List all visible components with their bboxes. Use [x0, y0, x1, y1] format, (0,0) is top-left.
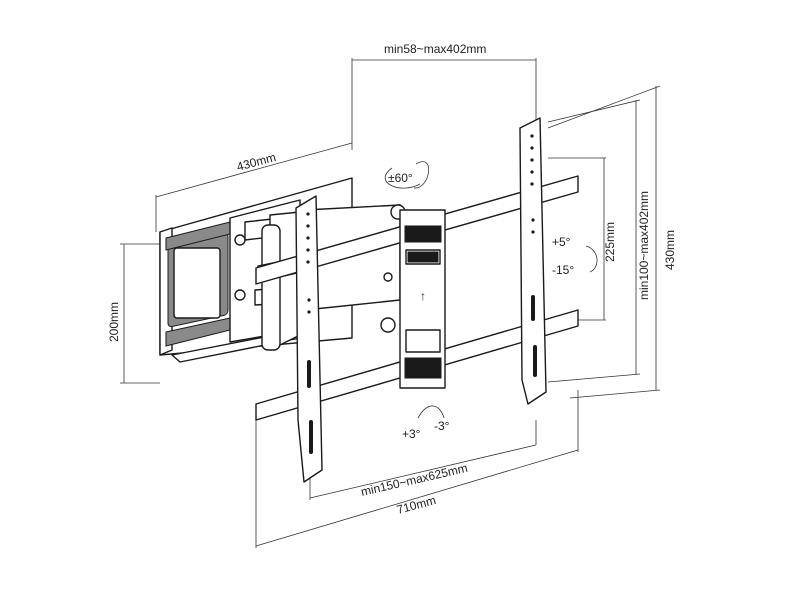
- tilt-down-label: -15°: [552, 263, 574, 277]
- tilt-arrow-icon: [585, 245, 598, 273]
- vesa-horizontal-range-label: min150~max625mm: [360, 461, 469, 499]
- tilt-up-label: +5°: [552, 235, 571, 249]
- tv-bracket: ↑: [255, 117, 579, 483]
- level-minus-label: -3°: [434, 419, 450, 433]
- overall-height-label: 430mm: [663, 230, 677, 270]
- swivel-label: ±60°: [388, 171, 413, 185]
- level-plus-label: +3°: [402, 427, 421, 441]
- swivel-arrow-icon: [384, 167, 421, 189]
- dimension-lines: [120, 58, 661, 548]
- wall-plate-width-label: 430mm: [235, 150, 277, 174]
- vesa-vertical-label: 225mm: [603, 222, 617, 262]
- upright-holes: [306, 134, 537, 454]
- overall-width-label: 710mm: [395, 493, 437, 517]
- arm-extension-label: min58~max402mm: [384, 42, 486, 56]
- up-arrow-icon: ↑: [420, 289, 426, 303]
- level-arrow-icon: [417, 405, 445, 419]
- motion-labels: ±60° +5° -15° +3° -3°: [388, 171, 574, 441]
- vesa-vertical-range-label: min100~max402mm: [637, 191, 651, 300]
- wall-plate-height-label: 200mm: [107, 302, 121, 342]
- rotation-arrows: [384, 161, 598, 419]
